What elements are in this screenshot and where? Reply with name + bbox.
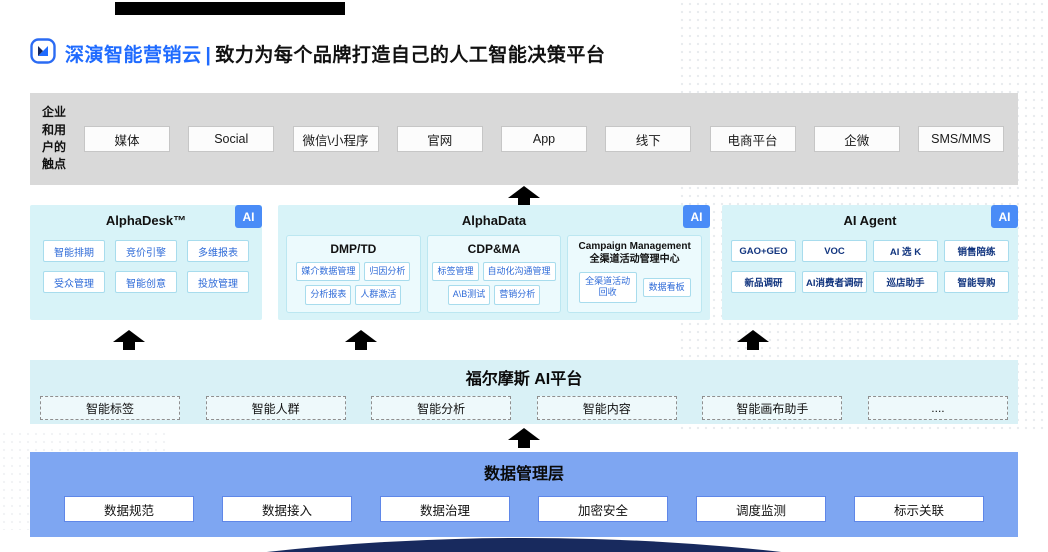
capability-item: 智能内容 <box>536 396 677 420</box>
up-arrow <box>508 186 540 206</box>
touchpoint-item: Social <box>188 126 275 152</box>
touchpoint-item: SMS/MMS <box>918 126 1004 152</box>
cdp-title: CDP&MA <box>467 242 521 256</box>
alphadesk-panel: AI AlphaDesk™ 智能排期 竞价引擎 多维报表 受众管理 智能创意 投… <box>30 205 262 320</box>
arrow-stem <box>518 198 530 206</box>
feature-item: 多维报表 <box>187 240 249 262</box>
alphadata-title: AlphaData <box>461 213 527 228</box>
feature-item: 智能导购 <box>944 271 1009 293</box>
feature-item: 全渠道活动回收 <box>578 272 637 303</box>
campaign-subpanel: Campaign Management 全渠道活动管理中心 全渠道活动回收 数据… <box>567 235 703 313</box>
feature-item: 智能创意 <box>115 271 177 293</box>
touchpoints-label: 企业和用户的触点 <box>42 105 67 172</box>
feature-item: 分析报表 <box>305 285 352 305</box>
alphadesk-items: 智能排期 竞价引擎 多维报表 受众管理 智能创意 投放管理 <box>30 240 262 293</box>
touchpoint-item: 线下 <box>605 126 692 152</box>
feature-item: 营销分析 <box>494 285 541 305</box>
feature-item: 新品调研 <box>731 271 796 293</box>
feature-item: 数据看板 <box>642 277 691 297</box>
arrow-head <box>508 428 540 440</box>
feature-item: 投放管理 <box>187 271 249 293</box>
touchpoint-row: 媒体 Social 微信\小程序 官网 App 线下 电商平台 企微 SMS/M… <box>84 126 1004 152</box>
holmes-title: 福尔摩斯 AI平台 <box>465 371 583 388</box>
arrow-head <box>737 330 769 342</box>
arrow-stem <box>747 342 759 350</box>
up-arrow <box>345 330 377 350</box>
bottom-arc-decor <box>0 538 1048 552</box>
feature-item: 智能排期 <box>43 240 105 262</box>
feature-item: A\B测试 <box>447 285 491 305</box>
ai-agent-title: AI Agent <box>843 213 897 228</box>
ai-badge: AI <box>235 205 262 228</box>
up-arrow <box>113 330 145 350</box>
arrow-head <box>113 330 145 342</box>
capability-item: 智能分析 <box>371 396 512 420</box>
feature-item: 媒介数据管理 <box>296 262 361 282</box>
touchpoint-item: 微信\小程序 <box>292 126 379 152</box>
data-item: 数据接入 <box>222 496 352 522</box>
touchpoint-item: 企微 <box>813 126 900 152</box>
data-item: 数据治理 <box>380 496 510 522</box>
data-item: 加密安全 <box>538 496 668 522</box>
capability-item: 智能标签 <box>40 396 180 420</box>
capability-item: .... <box>867 396 1008 420</box>
up-arrow <box>508 428 540 448</box>
cdp-subpanel: CDP&MA 标签管理 自动化沟通管理 A\B测试 营销分析 <box>426 235 562 313</box>
feature-item: VOC <box>802 240 867 262</box>
holmes-band: 福尔摩斯 AI平台 智能标签 智能人群 智能分析 智能内容 智能画布助手 ...… <box>30 360 1018 424</box>
dmp-subpanel: DMP/TD 媒介数据管理 归因分析 分析报表 人群激活 <box>286 235 421 313</box>
alphadesk-title: AlphaDesk™ <box>105 213 187 228</box>
arrow-stem <box>355 342 367 350</box>
brand-name: 深演智能营销云 <box>65 45 202 66</box>
logo-icon <box>30 38 56 69</box>
arrow-head <box>508 186 540 198</box>
ai-agent-panel: AI AI Agent GAO+GEO VOC AI 选 K 销售陪练 新品调研… <box>722 205 1018 320</box>
ai-badge: AI <box>683 205 710 228</box>
alphadata-subpanels: DMP/TD 媒介数据管理 归因分析 分析报表 人群激活 CDP&MA 标签管理… <box>278 235 710 313</box>
feature-item: GAO+GEO <box>731 240 796 262</box>
top-decor-bar <box>115 2 345 15</box>
feature-item: 自动化沟通管理 <box>482 262 556 282</box>
arrow-stem <box>123 342 135 350</box>
page-title: 深演智能营销云|致力为每个品牌打造自己的人工智能决策平台 <box>65 40 605 67</box>
campaign-title: Campaign Management 全渠道活动管理中心 <box>572 241 697 266</box>
touchpoint-item: 媒体 <box>84 126 170 152</box>
data-item: 调度监测 <box>696 496 826 522</box>
alphadata-panel: AI AlphaData DMP/TD 媒介数据管理 归因分析 分析报表 人群激… <box>278 205 710 320</box>
feature-item: 销售陪练 <box>944 240 1009 262</box>
data-layer-band: 数据管理层 数据规范 数据接入 数据治理 加密安全 调度监测 标示关联 <box>30 452 1018 537</box>
arrow-head <box>345 330 377 342</box>
touchpoint-item: 官网 <box>396 126 483 152</box>
data-item: 数据规范 <box>64 496 194 522</box>
feature-item: 竞价引擎 <box>115 240 177 262</box>
data-layer-title: 数据管理层 <box>483 466 564 483</box>
data-item: 标示关联 <box>854 496 984 522</box>
title-separator: | <box>205 45 212 66</box>
ai-agent-items: GAO+GEO VOC AI 选 K 销售陪练 新品调研 AI消费者调研 巡店助… <box>722 240 1018 293</box>
feature-item: 巡店助手 <box>873 271 938 293</box>
touchpoint-item: App <box>501 126 587 152</box>
arrow-stem <box>518 440 530 448</box>
feature-item: 归因分析 <box>364 262 411 282</box>
title-subtitle: 致力为每个品牌打造自己的人工智能决策平台 <box>215 45 606 66</box>
holmes-items: 智能标签 智能人群 智能分析 智能内容 智能画布助手 .... <box>40 396 1008 420</box>
touchpoint-item: 电商平台 <box>709 126 796 152</box>
ai-badge: AI <box>991 205 1018 228</box>
capability-item: 智能人群 <box>205 396 346 420</box>
feature-item: 标签管理 <box>432 262 479 282</box>
capability-item: 智能画布助手 <box>702 396 843 420</box>
data-layer-items: 数据规范 数据接入 数据治理 加密安全 调度监测 标示关联 <box>64 496 984 522</box>
up-arrow <box>737 330 769 350</box>
feature-item: 人群激活 <box>355 285 402 305</box>
dmp-title: DMP/TD <box>330 242 377 256</box>
campaign-title-en: Campaign Management <box>578 241 691 252</box>
feature-item: 受众管理 <box>43 271 105 293</box>
feature-item: AI 选 K <box>873 240 938 262</box>
feature-item: AI消费者调研 <box>802 271 867 293</box>
campaign-title-cn: 全渠道活动管理中心 <box>589 253 680 265</box>
touchpoints-band: 企业和用户的触点 媒体 Social 微信\小程序 官网 App 线下 电商平台… <box>30 93 1018 185</box>
header: 深演智能营销云|致力为每个品牌打造自己的人工智能决策平台 <box>30 38 605 69</box>
